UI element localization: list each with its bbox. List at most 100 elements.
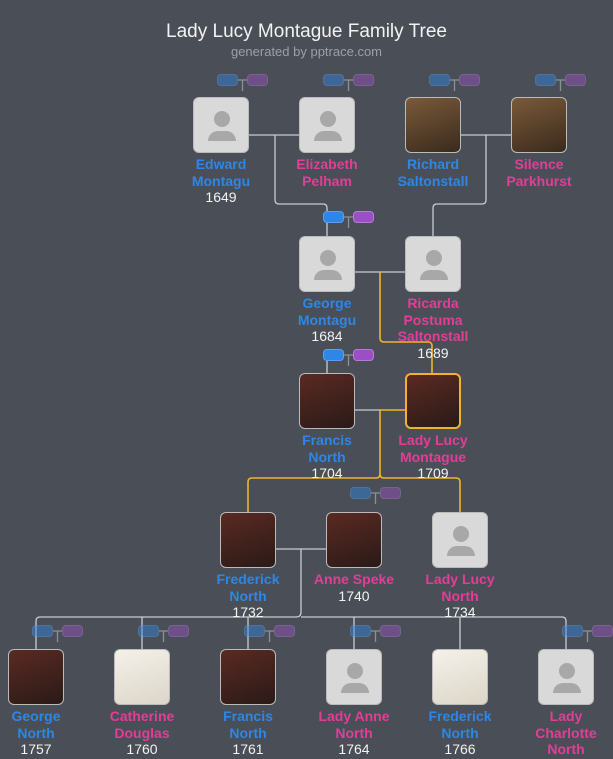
name-line: Anne Speke — [313, 571, 395, 587]
add-father-button[interactable] — [323, 211, 344, 223]
add-father-button[interactable] — [535, 74, 556, 86]
name-line: Parkhurst — [506, 172, 572, 189]
add-mother-button[interactable] — [380, 487, 401, 499]
avatar-placeholder-icon[interactable] — [326, 649, 382, 705]
add-mother-button[interactable] — [274, 625, 295, 637]
button-stem — [265, 630, 274, 642]
avatar-placeholder-icon[interactable] — [405, 236, 461, 292]
add-father-button[interactable] — [138, 625, 159, 637]
person-photo[interactable] — [220, 649, 276, 705]
name-line: Saltonstall — [397, 328, 469, 344]
birth-year: 1760 — [126, 741, 158, 757]
add-father-button[interactable] — [350, 487, 371, 499]
add-father-button[interactable] — [323, 74, 344, 86]
birth-year: 1740 — [338, 587, 370, 604]
parent-line — [274, 135, 328, 236]
name-line: Lady Lucy — [425, 571, 495, 587]
name-line: Lady — [549, 708, 583, 724]
name-line: Richard — [406, 156, 460, 172]
person-photo[interactable] — [326, 512, 382, 568]
button-stem — [583, 630, 592, 642]
avatar-placeholder-icon[interactable] — [538, 649, 594, 705]
add-mother-button[interactable] — [353, 349, 374, 361]
add-father-button[interactable] — [323, 349, 344, 361]
button-stem — [344, 79, 353, 91]
add-mother-button[interactable] — [353, 211, 374, 223]
person-photo[interactable] — [299, 373, 355, 429]
add-mother-button[interactable] — [353, 74, 374, 86]
person-photo[interactable] — [8, 649, 64, 705]
name-line: North — [441, 724, 479, 741]
name-line: Catherine — [109, 708, 175, 724]
name-line: Saltonstall — [397, 172, 469, 189]
add-father-button[interactable] — [350, 625, 371, 637]
avatar-body — [314, 270, 342, 280]
add-father-button[interactable] — [244, 625, 265, 637]
add-mother-button[interactable] — [168, 625, 189, 637]
button-stem — [371, 492, 380, 504]
button-stem — [53, 630, 62, 642]
add-father-button[interactable] — [562, 625, 583, 637]
person-photo[interactable] — [405, 373, 461, 429]
birth-year: 1764 — [338, 741, 370, 757]
add-mother-button[interactable] — [459, 74, 480, 86]
avatar-placeholder-icon[interactable] — [193, 97, 249, 153]
add-mother-button[interactable] — [565, 74, 586, 86]
add-father-button[interactable] — [429, 74, 450, 86]
add-father-button[interactable] — [217, 74, 238, 86]
avatar-placeholder-icon[interactable] — [299, 236, 355, 292]
add-mother-button[interactable] — [247, 74, 268, 86]
button-stem — [159, 630, 168, 642]
add-father-button[interactable] — [32, 625, 53, 637]
person-photo[interactable] — [432, 649, 488, 705]
button-stem — [344, 354, 353, 366]
avatar-placeholder-icon[interactable] — [432, 512, 488, 568]
add-mother-button[interactable] — [380, 625, 401, 637]
person-photo[interactable] — [220, 512, 276, 568]
person-photo[interactable] — [405, 97, 461, 153]
name-line: Frederick — [216, 571, 280, 587]
person-photo[interactable] — [114, 649, 170, 705]
person-photo[interactable] — [511, 97, 567, 153]
button-stem — [371, 630, 380, 642]
avatar-placeholder-icon[interactable] — [299, 97, 355, 153]
add-mother-button[interactable] — [62, 625, 83, 637]
person-name[interactable]: Anne Speke — [304, 571, 404, 588]
page-subtitle: generated by pptrace.com — [230, 44, 383, 59]
add-mother-button[interactable] — [592, 625, 613, 637]
